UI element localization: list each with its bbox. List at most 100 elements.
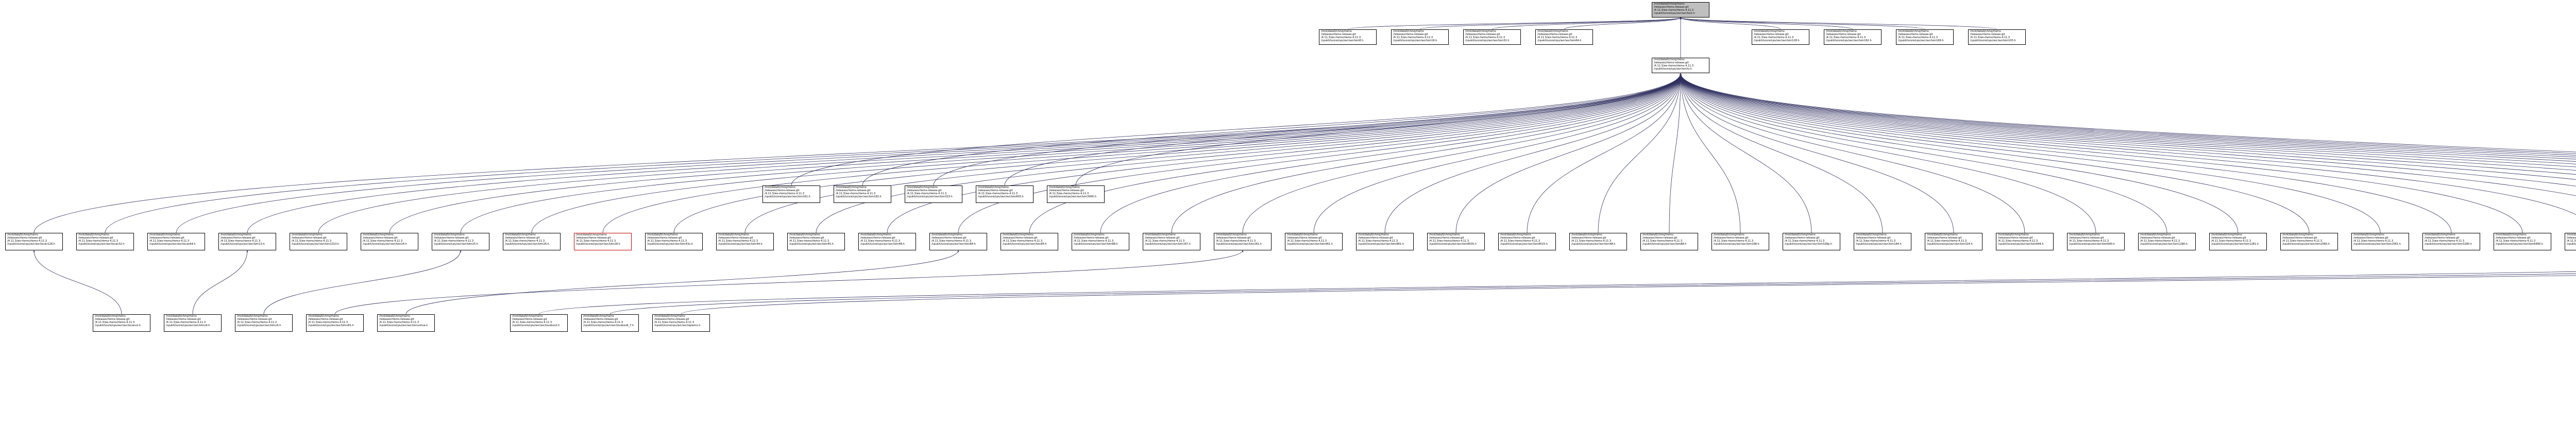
graph-node-m06[interactable]: /mnt/data0/chrisj/rtems/releases/rtems-r… bbox=[432, 233, 489, 250]
node-line: /mnt/data0/chrisj/rtems bbox=[505, 233, 536, 236]
graph-node-m23[interactable]: /mnt/data0/chrisj/rtems/releases/rtems-r… bbox=[1640, 233, 1698, 250]
graph-node-m32[interactable]: /mnt/data0/chrisj/rtems/releases/rtems-r… bbox=[2280, 233, 2338, 250]
graph-node-m02[interactable]: /mnt/data0/chrisj/rtems/releases/rtems-r… bbox=[147, 233, 205, 250]
graph-node-m18[interactable]: /mnt/data0/chrisj/rtems/releases/rtems-r… bbox=[1285, 233, 1343, 250]
node-line: /mnt/data0/chrisj/rtems bbox=[1393, 30, 1424, 33]
node-line: /4.11.3/ws-rtems/rtems-4.11.3 bbox=[2282, 239, 2323, 243]
graph-node-m04[interactable]: /mnt/data0/chrisj/rtems/releases/rtems-r… bbox=[290, 233, 347, 250]
graph-node-b01[interactable]: /mnt/data0/chrisj/rtems/releases/rtems-r… bbox=[164, 314, 222, 332]
graph-node-b05[interactable]: /mnt/data0/chrisj/rtems/releases/rtems-r… bbox=[510, 314, 568, 332]
node-line: /mnt/data0/chrisj/rtems bbox=[221, 233, 251, 236]
node-line: /releases/rtems-release.git bbox=[7, 236, 42, 240]
node-line: /4.11.3/ws-rtems/rtems-4.11.3 bbox=[2425, 239, 2465, 243]
graph-node-m29[interactable]: /mnt/data0/chrisj/rtems/releases/rtems-r… bbox=[2067, 233, 2125, 250]
graph-node-m14[interactable]: /mnt/data0/chrisj/rtems/releases/rtems-r… bbox=[1001, 233, 1058, 250]
graph-node-b07[interactable]: /mnt/data0/chrisj/rtems/releases/rtems-r… bbox=[652, 314, 710, 332]
graph-node-b02[interactable]: /mnt/data0/chrisj/rtems/releases/rtems-r… bbox=[235, 314, 293, 332]
node-line: /4.11.3/ws-rtems/rtems-4.11.3 bbox=[1287, 239, 1327, 243]
graph-node-m03[interactable]: /mnt/data0/chrisj/rtems/releases/rtems-r… bbox=[218, 233, 276, 250]
node-line: /4.11.3/ws-rtems/rtems-4.11.3 bbox=[1970, 36, 2010, 39]
node-line: /cpukit/score/cpu/avr/avr/iom164.h bbox=[1856, 242, 1902, 246]
graph-node-m28[interactable]: /mnt/data0/chrisj/rtems/releases/rtems-r… bbox=[1996, 233, 2054, 250]
graph-node-b00[interactable]: /mnt/data0/chrisj/rtems/releases/rtems-r… bbox=[93, 314, 150, 332]
node-line: /4.11.3/ws-rtems/rtems-4.11.3 bbox=[1003, 239, 1043, 243]
node-line: /releases/rtems-release.git bbox=[237, 317, 272, 321]
node-line: /cpukit/score/cpu/avr/avr/iotn25.h bbox=[434, 242, 478, 246]
graph-node-r2f[interactable]: /mnt/data0/chrisj/rtems/releases/rtems-r… bbox=[1824, 29, 1882, 45]
graph-node-m05[interactable]: /mnt/data0/chrisj/rtems/releases/rtems-r… bbox=[361, 233, 418, 250]
node-line: /4.11.3/ws-rtems/rtems-4.11.3 bbox=[379, 320, 419, 324]
graph-node-m15[interactable]: /mnt/data0/chrisj/rtems/releases/rtems-r… bbox=[1072, 233, 1129, 250]
node-line: /4.11.3/ws-rtems/rtems-4.11.3 bbox=[512, 320, 552, 324]
graph-node-t00[interactable]: /mnt/data0/chrisj/rtems/releases/rtems-r… bbox=[762, 185, 820, 203]
graph-node-r2h[interactable]: /mnt/data0/chrisj/rtems/releases/rtems-r… bbox=[1968, 29, 2026, 45]
node-line: /4.11.3/ws-rtems/rtems-4.11.3 bbox=[1654, 8, 1694, 12]
graph-node-m21[interactable]: /mnt/data0/chrisj/rtems/releases/rtems-r… bbox=[1498, 233, 1556, 250]
node-line: /cpukit/score/cpu/avr/avr/iom603.h bbox=[978, 195, 1024, 198]
graph-node-b03[interactable]: /mnt/data0/chrisj/rtems/releases/rtems-r… bbox=[306, 314, 364, 332]
graph-node-m10[interactable]: /mnt/data0/chrisj/rtems/releases/rtems-r… bbox=[716, 233, 774, 250]
graph-node-n0[interactable]: /mnt/data0/chrisj/rtems/releases/rtems-r… bbox=[1652, 2, 1709, 18]
graph-node-m17[interactable]: /mnt/data0/chrisj/rtems/releases/rtems-r… bbox=[1214, 233, 1272, 250]
graph-node-m35[interactable]: /mnt/data0/chrisj/rtems/releases/rtems-r… bbox=[2494, 233, 2551, 250]
node-line: /mnt/data0/chrisj/rtems bbox=[1003, 233, 1033, 236]
graph-node-r2b[interactable]: /mnt/data0/chrisj/rtems/releases/rtems-r… bbox=[1391, 29, 1449, 45]
node-line: /cpukit/score/cpu/avr/avr/iom8535.h bbox=[1429, 242, 1477, 246]
node-line: /mnt/data0/chrisj/rtems bbox=[1998, 233, 2029, 236]
node-line: /releases/rtems-release.git bbox=[2211, 236, 2246, 240]
graph-node-m30[interactable]: /mnt/data0/chrisj/rtems/releases/rtems-r… bbox=[2138, 233, 2196, 250]
graph-node-m00[interactable]: /mnt/data0/chrisj/rtems/releases/rtems-r… bbox=[5, 233, 63, 250]
graph-node-r2d[interactable]: /mnt/data0/chrisj/rtems/releases/rtems-r… bbox=[1535, 29, 1593, 45]
node-line: /4.11.3/ws-rtems/rtems-4.11.3 bbox=[2567, 239, 2576, 243]
node-line: /releases/rtems-release.git bbox=[2567, 236, 2576, 240]
graph-node-m25[interactable]: /mnt/data0/chrisj/rtems/releases/rtems-r… bbox=[1783, 233, 1840, 250]
graph-node-m11[interactable]: /mnt/data0/chrisj/rtems/releases/rtems-r… bbox=[787, 233, 845, 250]
graph-node-m19[interactable]: /mnt/data0/chrisj/rtems/releases/rtems-r… bbox=[1356, 233, 1414, 250]
node-line: /mnt/data0/chrisj/rtems bbox=[512, 315, 543, 318]
graph-node-m33[interactable]: /mnt/data0/chrisj/rtems/releases/rtems-r… bbox=[2351, 233, 2409, 250]
graph-node-t01[interactable]: /mnt/data0/chrisj/rtems/releases/rtems-r… bbox=[834, 185, 891, 203]
graph-node-m12[interactable]: /mnt/data0/chrisj/rtems/releases/rtems-r… bbox=[858, 233, 916, 250]
node-line: /releases/rtems-release.git bbox=[1714, 236, 1749, 240]
graph-node-m24[interactable]: /mnt/data0/chrisj/rtems/releases/rtems-r… bbox=[1711, 233, 1769, 250]
node-line: /4.11.3/ws-rtems/rtems-4.11.3 bbox=[78, 239, 118, 243]
graph-node-n1[interactable]: /mnt/data0/chrisj/rtems/releases/rtems-r… bbox=[1652, 58, 1709, 73]
graph-node-m01[interactable]: /mnt/data0/chrisj/rtems/releases/rtems-r… bbox=[76, 233, 134, 250]
graph-node-r2e[interactable]: /mnt/data0/chrisj/rtems/releases/rtems-r… bbox=[1752, 29, 1809, 45]
node-line: /cpukit/score/cpu/avr/avr/iom3000.h bbox=[1049, 195, 1096, 198]
graph-node-m13[interactable]: /mnt/data0/chrisj/rtems/releases/rtems-r… bbox=[929, 233, 987, 250]
node-line: /releases/rtems-release.git bbox=[1393, 32, 1428, 36]
graph-node-m16[interactable]: /mnt/data0/chrisj/rtems/releases/rtems-r… bbox=[1143, 233, 1200, 250]
node-line: /releases/rtems-release.git bbox=[1642, 236, 1677, 240]
node-line: /4.11.3/ws-rtems/rtems-4.11.3 bbox=[1856, 239, 1896, 243]
node-line: /mnt/data0/chrisj/rtems bbox=[1856, 233, 1887, 236]
graph-node-t02[interactable]: /mnt/data0/chrisj/rtems/releases/rtems-r… bbox=[905, 185, 962, 203]
graph-node-m20[interactable]: /mnt/data0/chrisj/rtems/releases/rtems-r… bbox=[1427, 233, 1485, 250]
node-line: /cpukit/score/cpu/avr/avr/iotnx61.h bbox=[308, 324, 354, 327]
graph-node-m09[interactable]: /mnt/data0/chrisj/rtems/releases/rtems-r… bbox=[645, 233, 703, 250]
node-line: /releases/rtems-release.git bbox=[2069, 236, 2104, 240]
graph-node-t03[interactable]: /mnt/data0/chrisj/rtems/releases/rtems-r… bbox=[976, 185, 1033, 203]
graph-node-m22[interactable]: /mnt/data0/chrisj/rtems/releases/rtems-r… bbox=[1569, 233, 1627, 250]
graph-node-r2c[interactable]: /mnt/data0/chrisj/rtems/releases/rtems-r… bbox=[1463, 29, 1521, 45]
graph-node-m36[interactable]: /mnt/data0/chrisj/rtems/releases/rtems-r… bbox=[2565, 233, 2576, 250]
node-line: /mnt/data0/chrisj/rtems bbox=[1898, 30, 1929, 33]
node-line: /mnt/data0/chrisj/rtems bbox=[978, 186, 1009, 189]
node-line: /cpukit/score/cpu/avr/avr/iotn461.h bbox=[1287, 242, 1333, 246]
graph-node-m08[interactable]: /mnt/data0/chrisj/rtems/releases/rtems-r… bbox=[574, 233, 632, 250]
node-line: /4.11.3/ws-rtems/rtems-4.11.3 bbox=[1145, 239, 1185, 243]
node-line: /4.11.3/ws-rtems/rtems-4.11.3 bbox=[1049, 192, 1089, 195]
graph-node-r2g[interactable]: /mnt/data0/chrisj/rtems/releases/rtems-r… bbox=[1896, 29, 1954, 45]
graph-node-m07[interactable]: /mnt/data0/chrisj/rtems/releases/rtems-r… bbox=[503, 233, 561, 250]
graph-node-b04[interactable]: /mnt/data0/chrisj/rtems/releases/rtems-r… bbox=[377, 314, 435, 332]
graph-node-m34[interactable]: /mnt/data0/chrisj/rtems/releases/rtems-r… bbox=[2422, 233, 2480, 250]
node-line: /4.11.3/ws-rtems/rtems-4.11.3 bbox=[1826, 36, 1866, 39]
node-line: /cpukit/score/cpu/avr/avr/iom16.h bbox=[1393, 39, 1437, 42]
graph-node-r2a[interactable]: /mnt/data0/chrisj/rtems/releases/rtems-r… bbox=[1319, 29, 1377, 45]
graph-node-m27[interactable]: /mnt/data0/chrisj/rtems/releases/rtems-r… bbox=[1925, 233, 1982, 250]
graph-node-m31[interactable]: /mnt/data0/chrisj/rtems/releases/rtems-r… bbox=[2209, 233, 2267, 250]
graph-node-t04[interactable]: /mnt/data0/chrisj/rtems/releases/rtems-r… bbox=[1047, 185, 1105, 203]
node-line: /mnt/data0/chrisj/rtems bbox=[654, 315, 685, 318]
graph-node-m26[interactable]: /mnt/data0/chrisj/rtems/releases/rtems-r… bbox=[1854, 233, 1911, 250]
graph-node-b06[interactable]: /mnt/data0/chrisj/rtems/releases/rtems-r… bbox=[581, 314, 639, 332]
